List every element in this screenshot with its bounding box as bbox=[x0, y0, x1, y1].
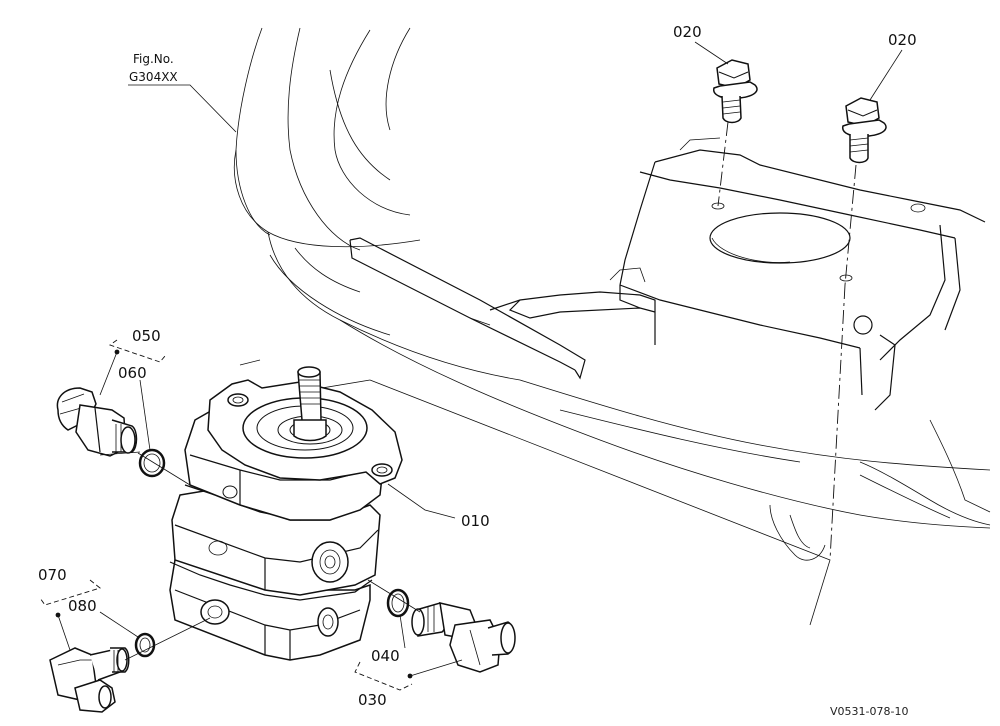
leader-080-axis bbox=[124, 617, 211, 661]
mounting-bracket-plate bbox=[619, 137, 986, 411]
callout-080: 080 bbox=[68, 597, 97, 615]
elbow-fitting-050 bbox=[56, 387, 138, 457]
figure-code: V0531-078-10 bbox=[830, 705, 908, 718]
callout-010: 010 bbox=[461, 512, 490, 530]
callout-020-left: 020 bbox=[673, 23, 702, 41]
o-ring-040 bbox=[386, 588, 410, 618]
callout-040: 040 bbox=[371, 647, 400, 665]
leader-050-axis-b bbox=[99, 451, 141, 456]
bolt-020-left bbox=[713, 59, 758, 124]
callout-020-right: 020 bbox=[888, 31, 917, 49]
mower-deck-frame bbox=[233, 27, 991, 561]
leader-030-axis bbox=[367, 579, 421, 613]
callout-070: 070 bbox=[38, 566, 67, 584]
callout-030: 030 bbox=[358, 691, 387, 709]
callout-050: 050 bbox=[132, 327, 161, 345]
elbow-fitting-030 bbox=[411, 602, 516, 673]
fig-no-label: Fig.No. bbox=[133, 52, 174, 66]
o-ring-060 bbox=[138, 448, 166, 478]
elbow-fitting-070 bbox=[49, 647, 130, 713]
fig-no-value: G304XX bbox=[129, 70, 178, 84]
hydraulic-pump-010 bbox=[169, 366, 403, 661]
leader-lines bbox=[39, 41, 903, 691]
strut-rail bbox=[349, 237, 656, 380]
callout-060: 060 bbox=[118, 364, 147, 382]
bolt-020-right bbox=[842, 97, 887, 164]
o-ring-080 bbox=[134, 632, 156, 658]
leader-050-axis bbox=[137, 452, 191, 486]
